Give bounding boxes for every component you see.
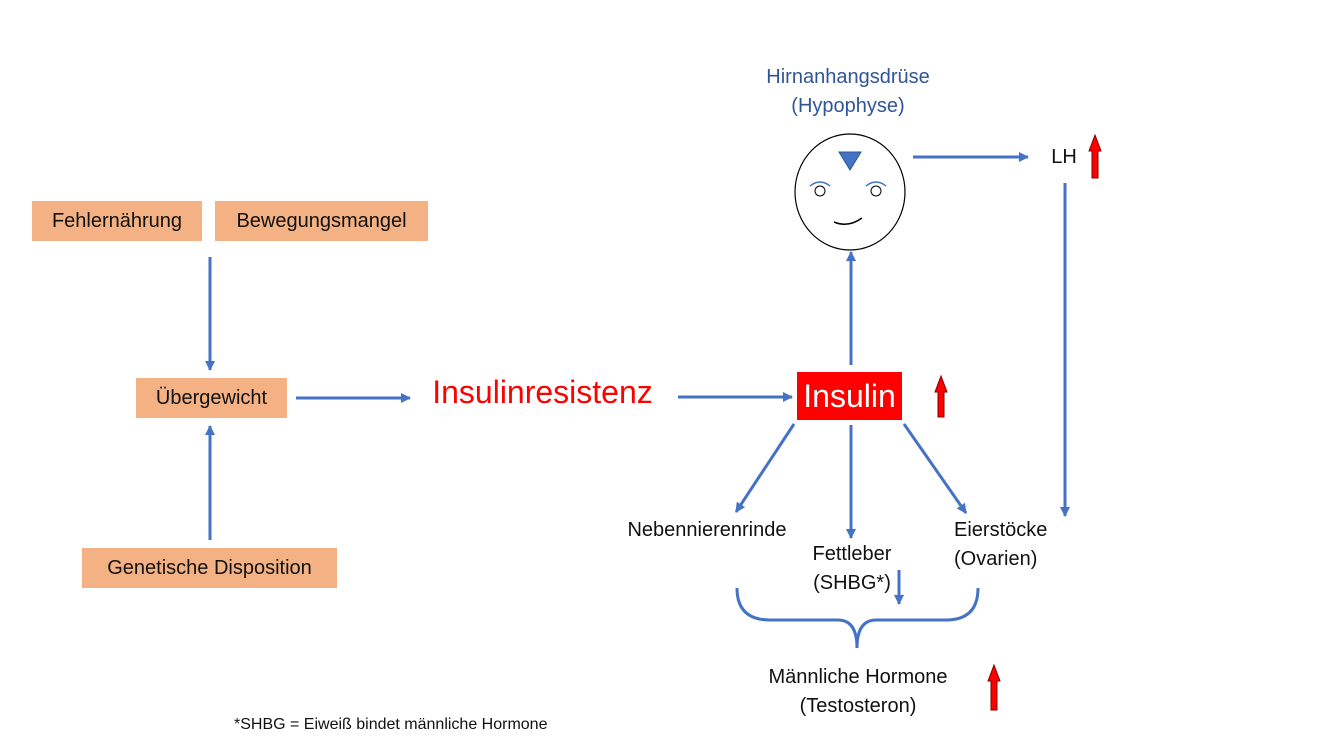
- insulinresistenz-label: Insulinresistenz: [432, 374, 653, 410]
- up-arrow-icon: [1088, 133, 1102, 179]
- triangle-icon: [838, 151, 862, 171]
- fettleber-line2: (SHBG*): [813, 572, 891, 594]
- hypophyse-label: Hirnanhangsdrüse (Hypophyse): [740, 63, 956, 121]
- genetische-disposition-box: Genetische Disposition: [82, 548, 337, 588]
- uebergewicht-box: Übergewicht: [136, 378, 287, 418]
- ovarien-line2: (Ovarien): [954, 548, 1038, 570]
- arrow-insulin-to-ovarien: [902, 423, 968, 514]
- fettleber-label: Fettleber (SHBG*): [797, 540, 907, 598]
- insulin-box: Insulin: [797, 372, 902, 420]
- arrow-insulin-to-nebenniere: [734, 423, 796, 513]
- hypophyse-line1: Hirnanhangsdrüse: [766, 66, 930, 88]
- maennliche-hormone-label: Männliche Hormone (Testosteron): [744, 663, 972, 721]
- up-arrow-icon: [987, 663, 1001, 711]
- ovarien-line1: Eierstöcke: [954, 519, 1048, 541]
- lh-label: LH: [1051, 146, 1077, 168]
- curly-brace-icon: [735, 587, 980, 649]
- face-icon: [794, 133, 906, 251]
- ovarien-label: Eierstöcke (Ovarien): [954, 516, 1068, 574]
- hypophyse-line2: (Hypophyse): [791, 95, 905, 117]
- hormone-line2: (Testosteron): [799, 695, 917, 717]
- fettleber-line1: Fettleber: [812, 543, 892, 565]
- bewegungsmangel-box: Bewegungsmangel: [215, 201, 428, 241]
- hormone-line1: Männliche Hormone: [768, 666, 948, 688]
- up-arrow-icon: [934, 374, 948, 418]
- fehlernaehrung-box: Fehlernährung: [32, 201, 202, 241]
- nebennierenrinde-label: Nebennierenrinde: [627, 519, 787, 541]
- footnote: *SHBG = Eiweiß bindet männliche Hormone: [234, 716, 548, 733]
